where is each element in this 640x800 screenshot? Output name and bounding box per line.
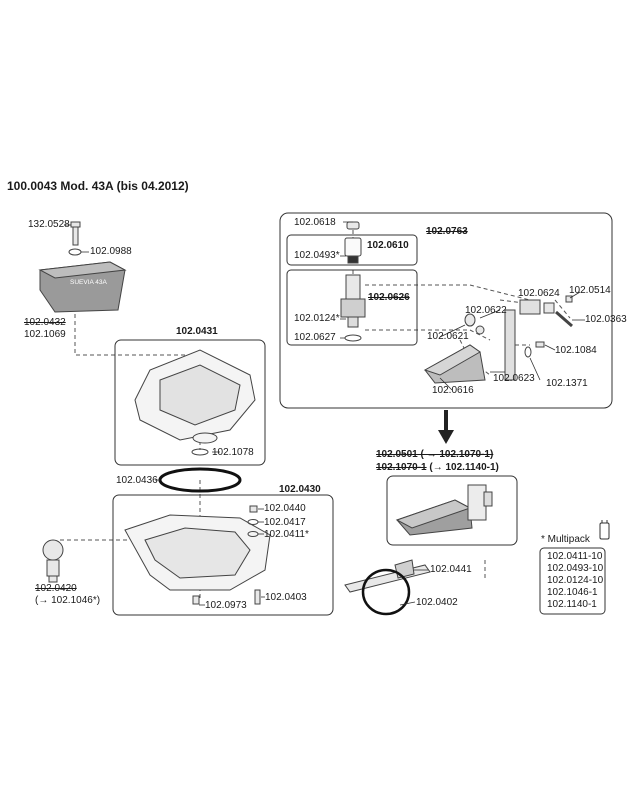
part-label-132-0528: 132.0528: [28, 219, 70, 230]
part-label-102-0623: 102.0623: [493, 373, 535, 384]
part-label-102-0973: 102.0973: [205, 600, 247, 611]
part-label-102-0431: 102.0431: [176, 326, 218, 337]
part-label-102-0124: 102.0124*: [294, 313, 340, 324]
part-label-102-1078: 102.1078: [212, 447, 254, 458]
multipack-item: 102.1140-1: [547, 599, 597, 610]
lid-product-label: SUEVIA 43A: [70, 279, 108, 286]
part-label-102-1084: 102.1084: [555, 345, 597, 356]
part-label-102-0440: 102.0440: [264, 503, 306, 514]
page-title: 100.0043 Mod. 43A (bis 04.2012): [7, 179, 189, 193]
part-label-102-0610: 102.0610: [367, 240, 409, 251]
part-label-102-0988: 102.0988: [90, 246, 132, 257]
part-label-102-0417: 102.0417: [264, 517, 306, 528]
part-label-102-0411: 102.0411*: [264, 529, 309, 540]
part-label-102-0624: 102.0624: [518, 288, 560, 299]
clip-102-0441: [344, 559, 431, 593]
part-label-102-0363: 102.0363: [585, 314, 627, 325]
part-label-102-1069: 102.1069: [24, 329, 66, 340]
base-102-0430: [124, 514, 271, 591]
multipack-item: 102.0124-10: [547, 575, 604, 586]
replacement-label-2-new: (→ 102.1140-1): [429, 462, 499, 473]
part-label-102-0627: 102.0627: [294, 332, 336, 343]
screw-132-0528: [70, 221, 81, 246]
part-label-102-0420: 102.0420: [35, 583, 77, 594]
part-label-102-0441: 102.0441: [430, 564, 472, 575]
multipack-box: [539, 547, 606, 615]
part-label-102-0493: 102.0493*: [294, 250, 340, 261]
part-label-102-0616: 102.0616: [432, 385, 474, 396]
part-label-102-0763: 102.0763: [426, 226, 468, 237]
valve-102-0420: [42, 539, 64, 583]
part-label-102-0420-replacement: (→ 102.1046*): [35, 595, 101, 606]
part-label-102-0432: 102.0432: [24, 317, 66, 328]
part-label-102-0402: 102.0402: [416, 597, 458, 608]
multipack-item: 102.0411-10: [547, 551, 603, 562]
part-label-102-1371: 102.1371: [546, 378, 588, 389]
part-label-102-0621: 102.0621: [427, 331, 469, 342]
multipack-item: 102.1046-1: [547, 587, 598, 598]
part-label-102-0403: 102.0403: [265, 592, 307, 603]
replacement-label-2: 102.1070-1 (→ 102.1140-1): [376, 462, 499, 474]
part-label-102-0622: 102.0622: [465, 305, 507, 316]
lid-102-0432: [38, 261, 127, 313]
part-label-102-0618: 102.0618: [294, 217, 336, 228]
replacement-label-2-old: 102.1070-1: [376, 462, 427, 473]
multipack-item: 102.0493-10: [547, 563, 604, 574]
part-label-102-0514: 102.0514: [569, 285, 611, 296]
part-label-102-0626: 102.0626: [368, 292, 410, 303]
replacement-label-1: 102.0501 ( → 102.1070-1): [376, 449, 494, 460]
multipack-title: * Multipack: [541, 534, 590, 545]
part-label-102-0430: 102.0430: [279, 484, 321, 495]
part-label-102-0436: 102.0436: [116, 475, 158, 486]
bowl-102-0431: [134, 349, 256, 444]
assembly-box-0431: [114, 339, 266, 466]
replacement-box: [386, 475, 518, 546]
assembly-box-0763: [279, 212, 613, 409]
o-ring-102-0402: [361, 568, 411, 616]
assembly-box-0430: [112, 494, 334, 616]
